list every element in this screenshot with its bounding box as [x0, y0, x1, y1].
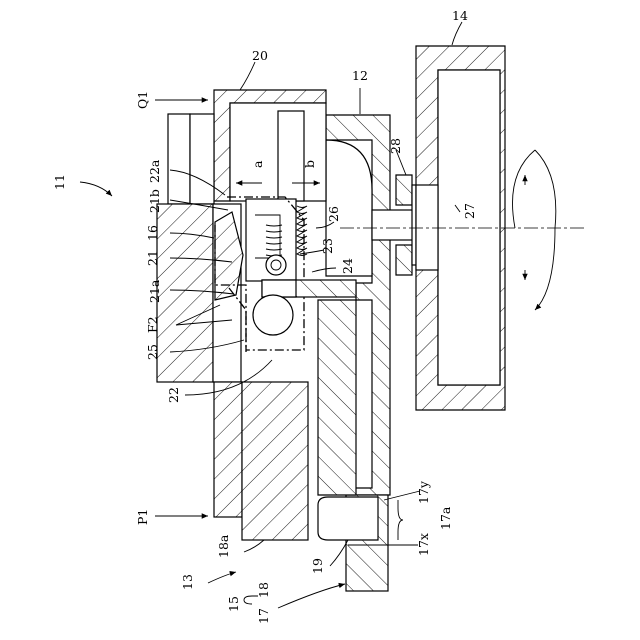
rotation-arrow-icon — [513, 150, 556, 310]
label-26: 26 — [326, 206, 341, 222]
label-21b: 21b — [147, 189, 162, 213]
label-17x: 17x — [416, 533, 431, 556]
label-q1: Q1 — [135, 91, 150, 109]
label-f2: F2 — [145, 316, 160, 333]
label-22a: 22a — [147, 159, 162, 183]
slide-18 — [242, 300, 378, 540]
label-21: 21 — [145, 250, 160, 266]
cover-20 — [214, 90, 326, 201]
label-15: 15 — [226, 596, 241, 612]
label-19: 19 — [310, 558, 325, 574]
label-28: 28 — [388, 138, 403, 154]
label-a: a — [250, 160, 265, 168]
label-b: b — [302, 160, 317, 168]
label-p1: P1 — [135, 509, 150, 525]
label-27: 27 — [462, 203, 477, 219]
label-11: 11 — [52, 174, 67, 190]
label-17: 17 — [256, 608, 271, 624]
label-23: 23 — [320, 238, 335, 254]
label-16: 16 — [145, 225, 160, 241]
label-13: 13 — [180, 574, 195, 590]
label-18a: 18a — [216, 534, 231, 558]
label-24: 24 — [340, 258, 355, 274]
label-22: 22 — [166, 387, 181, 403]
label-17a: 17a — [438, 506, 453, 530]
label-14: 14 — [452, 8, 468, 23]
label-18: 18 — [256, 582, 271, 598]
label-17y: 17y — [416, 480, 431, 504]
label-21a: 21a — [147, 279, 162, 303]
label-20: 20 — [252, 48, 268, 63]
label-25: 25 — [145, 344, 160, 360]
label-12: 12 — [352, 68, 368, 83]
